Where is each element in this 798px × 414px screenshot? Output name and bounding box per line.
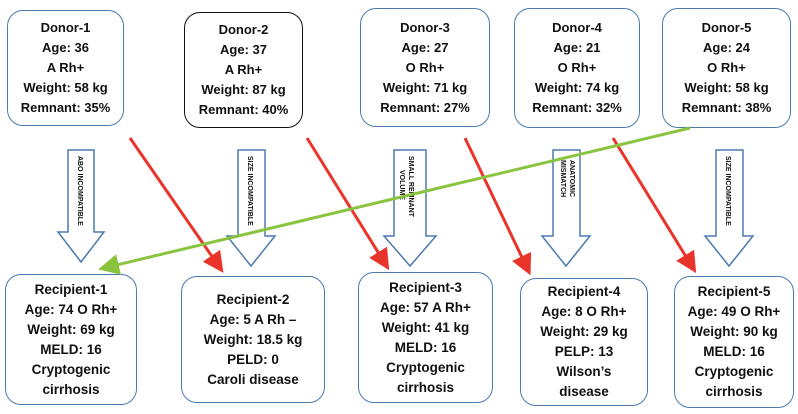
donor-weight: Weight: 58 kg [684,80,769,95]
recipient-score: MELD: 16 [40,341,102,357]
recipient-score: MELD: 16 [703,344,765,359]
donor-remnant: Remnant: 38% [681,100,772,115]
recipient-box-1: Recipient-1 Age: 74 O Rh+ Weight: 69 kg … [5,274,137,405]
incompatibility-label: VOLUME [398,170,405,200]
recipient-title: Recipient-5 [697,284,771,299]
recipient-diagnosis: cirrhosis [42,381,100,397]
recipient-score: PELD: 0 [227,351,279,367]
recipient-weight: Weight: 29 kg [540,324,628,339]
donor-age: Age: 37 [220,42,267,57]
donor-blood-group: A Rh+ [46,60,85,75]
recipient-diagnosis: cirrhosis [705,384,763,399]
donor-blood-group: A Rh+ [224,62,263,77]
donor-title: Donor-4 [552,20,602,35]
incompatibility-label: ANATOMIC [568,160,575,197]
donor-box-4: Donor-4 Age: 21 O Rh+ Weight: 74 kg Remn… [514,8,640,128]
donor-age: Age: 36 [42,40,89,55]
recipient-age: Age: 57 A Rh+ [380,299,471,315]
recipient-age: Age: 5 A Rh – [209,311,297,327]
recipient-diagnosis: Cryptogenic [31,361,111,377]
donor-remnant: Remnant: 32% [532,100,622,115]
donor-title: Donor-3 [400,19,450,35]
recipient-title: Recipient-1 [34,281,108,297]
recipient-diagnosis: Cryptogenic [386,359,465,375]
incompatibility-label: SIZE INCOMPATIBLE [246,156,253,226]
donor-weight: Weight: 74 kg [534,80,620,95]
recipient-title: Recipient-2 [216,291,290,307]
donor-age: Age: 24 [703,40,750,55]
recipient-weight: Weight: 90 kg [690,324,778,339]
recipient-age: Age: 74 O Rh+ [24,301,118,317]
recipient-diagnosis: disease [559,384,609,399]
incompatibility-label: SMALL REMNANT [407,156,414,218]
swap-arrow-donor5-recipient1 [98,126,691,275]
incompatibility-label: SIZE INCOMPATIBLE [724,156,731,226]
recipient-diagnosis: Cryptogenic [694,364,774,379]
incompatibility-label: ABO INCOMPATIBLE [76,156,83,226]
donor-title: Donor-2 [218,22,269,37]
donor-weight: Weight: 58 kg [23,80,108,95]
recipient-weight: Weight: 41 kg [381,319,470,335]
donor-age: Age: 27 [401,39,449,55]
recipient-diagnosis: Caroli disease [207,371,299,387]
block-arrow-1: ABO INCOMPATIBLE [56,149,106,264]
recipient-weight: Weight: 18.5 kg [203,331,303,347]
recipient-score: PELP: 13 [554,344,614,359]
swap-arrow-donor3-recipient4 [463,137,532,276]
donor-box-2: Donor-2 Age: 37 A Rh+ Weight: 87 kg Remn… [184,12,303,128]
recipient-age: Age: 8 O Rh+ [541,304,627,319]
recipient-box-2: Recipient-2 Age: 5 A Rh – Weight: 18.5 k… [181,276,325,403]
swap-arrow-donor1-recipient2 [128,137,224,273]
donor-box-3: Donor-3 Age: 27 O Rh+ Weight: 71 kg Remn… [360,8,490,127]
donor-blood-group: O Rh+ [557,60,597,75]
donor-remnant: Remnant: 27% [380,99,470,115]
donor-weight: Weight: 87 kg [201,82,286,97]
recipient-weight: Weight: 69 kg [27,321,115,337]
donor-title: Donor-1 [40,20,91,35]
recipient-diagnosis: cirrhosis [396,379,455,395]
recipient-score: MELD: 16 [394,339,457,355]
recipient-box-4: Recipient-4 Age: 8 O Rh+ Weight: 29 kg P… [520,278,648,406]
block-arrow-4: ANATOMIC MISMATCH [540,149,592,268]
donor-blood-group: O Rh+ [707,60,746,75]
block-arrow-5: SIZE INCOMPATIBLE [703,149,755,268]
recipient-title: Recipient-3 [389,279,462,295]
donor-blood-group: O Rh+ [405,59,445,75]
donor-age: Age: 21 [553,40,601,55]
incompatibility-label: MISMATCH [559,160,566,197]
recipient-diagnosis: Wilson’s [556,364,612,379]
recipient-box-3: Recipient-3 Age: 57 A Rh+ Weight: 41 kg … [358,272,493,403]
swap-arrow-donor4-recipient5 [611,137,697,274]
donor-weight: Weight: 71 kg [382,79,468,95]
block-arrow-3: SMALL REMNANT VOLUME [382,149,438,268]
swap-arrow-donor2-recipient3 [305,137,390,271]
recipient-title: Recipient-4 [547,284,621,299]
recipient-box-5: Recipient-5 Age: 49 O Rh+ Weight: 90 kg … [674,276,794,408]
donor-remnant: Remnant: 35% [20,100,111,115]
donor-remnant: Remnant: 40% [198,102,289,117]
donor-box-5: Donor-5 Age: 24 O Rh+ Weight: 58 kg Remn… [662,8,791,128]
donor-title: Donor-5 [701,20,752,35]
donor-box-1: Donor-1 Age: 36 A Rh+ Weight: 58 kg Remn… [7,10,124,126]
recipient-age: Age: 49 O Rh+ [687,304,781,319]
